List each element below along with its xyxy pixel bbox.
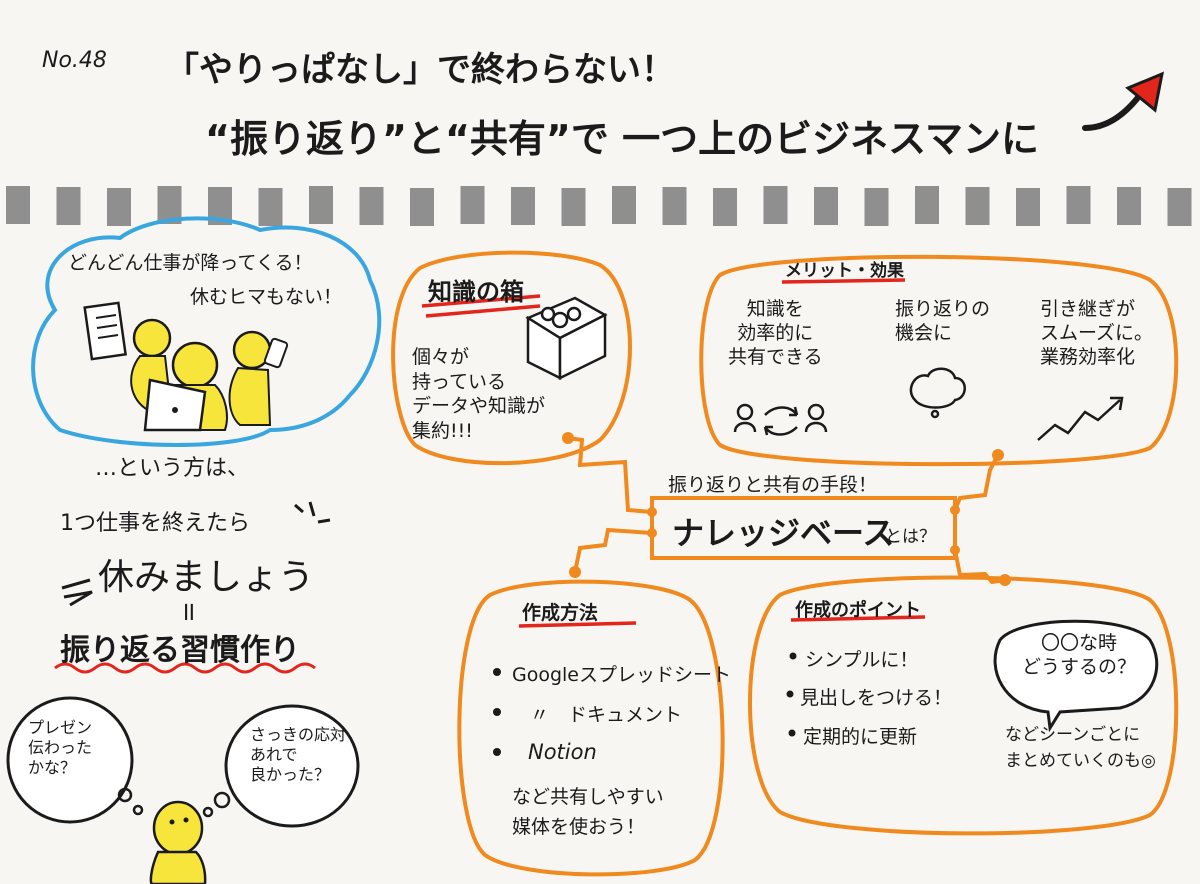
film-strip-block (965, 187, 990, 225)
film-strip-block (1016, 188, 1040, 226)
knowledge-heading: 知識の箱 (428, 278, 524, 306)
points-bubble (748, 575, 1179, 836)
thought-bubble-left (6, 696, 134, 824)
film-strip-block (309, 186, 333, 224)
thought-bubble-right (224, 704, 360, 828)
connector-dots (562, 432, 1011, 586)
merits-heading-underline (781, 278, 906, 284)
film-strip-block (511, 187, 535, 225)
thought-right-text: さっきの応対 あれで 良かった？ (250, 725, 347, 784)
busy-text-line1: どんどん仕事が降ってくる！ (68, 252, 313, 274)
film-strip-block (1066, 186, 1091, 224)
busy-text-line2: 休むヒマもない！ (190, 286, 343, 308)
connector-lines (567, 436, 1006, 585)
methods-heading: 作成方法 (522, 602, 599, 624)
film-strip-block (359, 187, 384, 225)
speech-text: 〇〇な時 どうするの？ (1022, 632, 1137, 678)
film-strip-block (662, 187, 687, 225)
merit-item-1: 知識を 効率的に 共有できる (728, 298, 823, 368)
methods-bubble (457, 579, 725, 877)
points-heading-underline (790, 615, 926, 622)
method-item-1: Googleスプレッドシート (512, 664, 732, 686)
film-strip-block (410, 188, 434, 226)
habit-text: 振り返る習慣作り (60, 633, 300, 668)
after-work-text: 1つ仕事を終えたら (60, 511, 250, 536)
center-title-suffix: とは？ (885, 527, 936, 547)
page-number: No.48 (42, 48, 107, 73)
film-strip-block (1167, 188, 1192, 226)
merits-heading: メリット・効果 (785, 261, 904, 281)
equals-mark: ॥ (180, 597, 196, 627)
speech-bubble (993, 619, 1159, 733)
title-line1: 「やりっぱなし」で終わらない！ (165, 50, 675, 90)
film-strip-block (864, 188, 889, 226)
growth-arrow-icon (1037, 396, 1124, 441)
thinking-person-illustration (149, 800, 207, 884)
film-strip-block (56, 187, 81, 225)
habit-underline (54, 662, 316, 674)
knowledge-heading-underline (421, 294, 541, 308)
methods-heading-underline (518, 621, 637, 628)
points-footer: などシーンごとに まとめていくのも◎ (1005, 725, 1156, 772)
center-title: ナレッジベース (672, 514, 895, 552)
blue-thought-cloud (31, 216, 382, 447)
merit-item-3: 引き継ぎが スムーズに。 業務効率化 (1040, 298, 1154, 368)
film-strip-block (460, 186, 485, 224)
center-subtitle: 振り返りと共有の手段！ (668, 474, 878, 496)
thought-left-text: プレゼン 伝わった かな？ (28, 718, 93, 777)
intro-text: …という方は、 (95, 456, 250, 481)
point-item-1: シンプルに！ (805, 649, 919, 671)
methods-footer: など共有しやすい 媒体を使おう！ (512, 786, 664, 839)
bullet-dots (493, 652, 797, 756)
knowledge-box-bubble (391, 250, 632, 466)
sparkle-marks (61, 501, 331, 607)
film-strip-block (561, 188, 586, 226)
point-item-3: 定期的に更新 (803, 726, 918, 748)
stressed-workers-illustration (83, 301, 289, 432)
title-line2: “振り返り”と“共有”で 一つ上のビジネスマンに (205, 117, 1039, 161)
film-strip-block (1117, 187, 1141, 225)
method-item-3: Notion (528, 740, 597, 764)
points-heading: 作成のポイント (795, 600, 921, 621)
thought-cloud-icon (909, 367, 966, 419)
merits-bubble (699, 254, 1179, 467)
people-sharing-icon (733, 403, 828, 436)
up-arrow-icon (1082, 71, 1165, 131)
film-strip-block (107, 188, 131, 226)
film-strip-block (258, 188, 283, 226)
merit-item-2: 振り返りの 機会に (895, 298, 991, 344)
box-icon (525, 296, 608, 381)
film-strip-block (915, 186, 939, 224)
rest-text: 休みましょう (98, 557, 315, 598)
film-strip-block (814, 187, 838, 225)
method-item-2: 〃 ドキュメント (530, 704, 683, 726)
film-strip-block (713, 188, 737, 226)
point-item-2: 見出しをつける！ (800, 687, 953, 709)
film-strip-block (763, 186, 788, 224)
film-strip-block (612, 186, 636, 224)
film-strip-block (6, 186, 30, 224)
knowledge-body: 個々が 持っている データや知識が 集約!!! (412, 346, 546, 443)
